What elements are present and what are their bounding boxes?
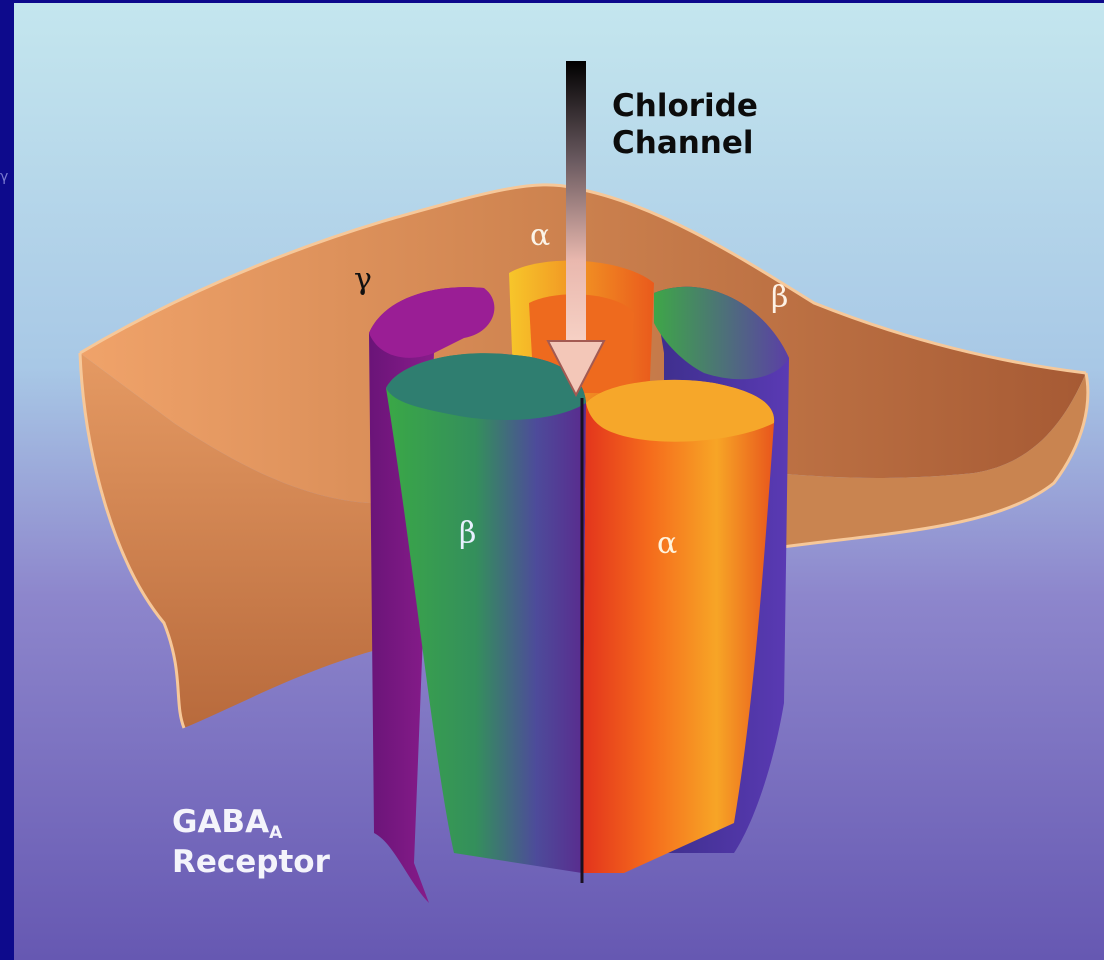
channel-label-line1: Chloride bbox=[612, 88, 758, 125]
diagram-frame: Chloride Channel α γ β β α GABAA Recepto… bbox=[14, 3, 1104, 960]
back-alpha-label: α bbox=[530, 221, 550, 251]
channel-label-line2: Channel bbox=[612, 125, 754, 162]
gamma-label: γ bbox=[354, 265, 372, 295]
edge-mark: γ bbox=[0, 170, 6, 200]
back-beta-label: β bbox=[771, 283, 788, 313]
receptor-label-main: GABA bbox=[172, 804, 269, 840]
front-beta-label: β bbox=[459, 519, 476, 549]
front-alpha-label: α bbox=[657, 529, 677, 559]
receptor-label-subscript: A bbox=[269, 823, 282, 843]
chloride-arrow-shaft bbox=[566, 61, 586, 346]
receptor-label-line2: Receptor bbox=[172, 844, 330, 881]
